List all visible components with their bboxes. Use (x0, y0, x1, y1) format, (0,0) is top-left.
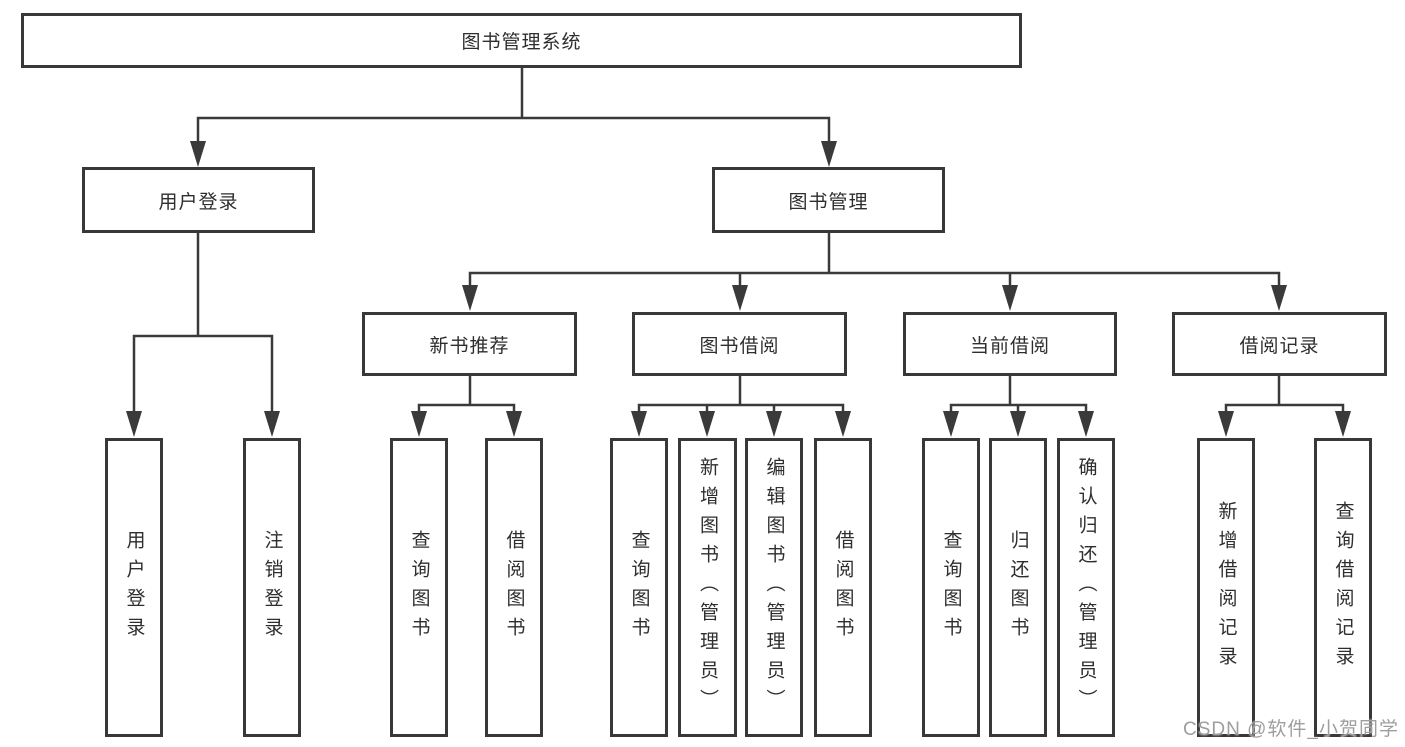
leaf-label: 归还图书 (1007, 529, 1029, 646)
edge-rec-bracket (417, 403, 516, 412)
arrowhead (1010, 411, 1026, 437)
edge-shafts (132, 68, 1345, 412)
leaf-label: 新增借阅记录 (1215, 500, 1237, 675)
arrowhead (1218, 411, 1234, 437)
leaf-label: 新增图书（管理员） (697, 457, 718, 718)
arrowhead (821, 141, 837, 167)
leaf-label: 查询图书 (940, 529, 962, 646)
leaf-label: 借阅图书 (503, 529, 525, 646)
arrowhead (411, 411, 427, 437)
leaf-borrow-books-recommend: 借阅图书 (485, 438, 543, 737)
leaf-return-books: 归还图书 (989, 438, 1047, 737)
leaf-label: 确认归还（管理员） (1075, 457, 1097, 718)
leaf-label: 编辑图书（管理员） (763, 457, 785, 718)
arrowhead (631, 411, 647, 437)
node-root-system: 图书管理系统 (21, 13, 1022, 68)
leaf-add-book-admin: 新增图书（管理员） (678, 438, 737, 737)
leaf-label: 查询图书 (408, 529, 430, 646)
node-book-borrow: 图书借阅 (632, 312, 847, 376)
leaf-user-login: 用户登录 (105, 438, 163, 737)
leaf-edit-book-admin: 编辑图书（管理员） (745, 438, 803, 737)
leaf-add-borrow-record: 新增借阅记录 (1197, 438, 1255, 737)
arrowheads (126, 141, 1351, 437)
leaf-borrow-books: 借阅图书 (814, 438, 872, 737)
leaf-query-books-current: 查询图书 (922, 438, 980, 737)
leaf-query-books-recommend: 查询图书 (390, 438, 448, 737)
arrowhead (732, 285, 748, 311)
arrowhead (766, 411, 782, 437)
arrowhead (1002, 285, 1018, 311)
csdn-watermark: CSDN @软件_小贺同学 (1183, 719, 1399, 740)
leaf-label: 借阅图书 (832, 529, 854, 646)
node-new-book-recommend: 新书推荐 (362, 312, 577, 376)
arrowhead (190, 141, 206, 167)
node-user-login: 用户登录 (82, 167, 315, 233)
edge-mgmt-bracket (468, 271, 1281, 286)
arrowhead (462, 285, 478, 311)
leaf-logout: 注销登录 (243, 438, 301, 737)
arrowhead (943, 411, 959, 437)
arrowhead (1271, 285, 1287, 311)
node-borrow-records: 借阅记录 (1172, 312, 1387, 376)
arrowhead (264, 411, 280, 437)
arrowhead (1335, 411, 1351, 437)
leaf-confirm-return-admin: 确认归还（管理员） (1057, 438, 1115, 737)
arrowhead (1078, 411, 1094, 437)
arrowhead (835, 411, 851, 437)
edge-records-bracket (1224, 403, 1345, 412)
leaf-label: 查询借阅记录 (1332, 500, 1354, 675)
leaf-query-books-borrow: 查询图书 (610, 438, 668, 737)
edge-login-bracket (132, 334, 274, 412)
node-book-management: 图书管理 (712, 167, 945, 233)
node-current-borrow: 当前借阅 (903, 312, 1117, 376)
leaf-label: 注销登录 (261, 529, 283, 646)
leaf-label: 查询图书 (628, 529, 650, 646)
arrowhead (506, 411, 522, 437)
leaf-query-borrow-record: 查询借阅记录 (1314, 438, 1372, 737)
leaf-label: 用户登录 (123, 529, 145, 646)
edge-borrow-bracket (637, 403, 845, 412)
edge-root-bracket (196, 116, 831, 142)
arrowhead (126, 411, 142, 437)
arrowhead (699, 411, 715, 437)
